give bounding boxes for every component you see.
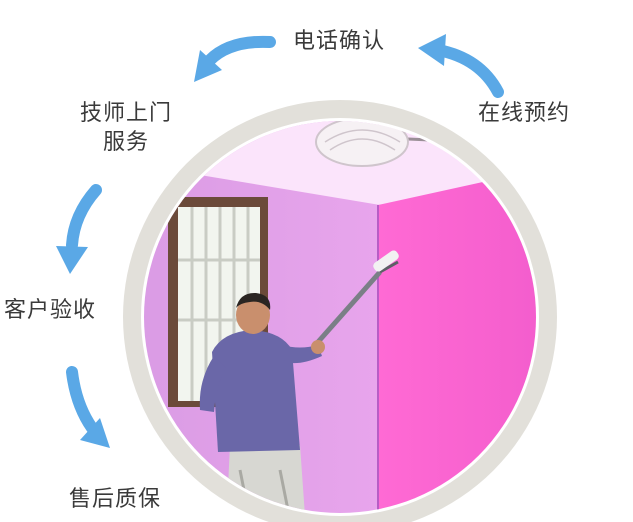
step-online-booking: 在线预约 (478, 101, 571, 126)
arrow-acceptance-to-aftersales (66, 366, 110, 448)
step-technician-visit-line1: 技师上门 (80, 101, 173, 126)
step-after-sales: 售后质保 (69, 487, 162, 512)
step-technician-visit-line2: 服务 (103, 130, 150, 155)
step-technician-visit: 技师上门 服务 (80, 99, 172, 157)
arrow-technician-to-acceptance (56, 184, 102, 274)
arrow-phone-to-technician (194, 35, 276, 82)
arrow-online-to-phone (418, 34, 504, 98)
step-phone-confirm: 电话确认 (293, 29, 386, 54)
ceiling-lamp (315, 121, 431, 167)
step-customer-acceptance: 客户验收 (4, 298, 97, 323)
paint-roller (316, 250, 399, 344)
